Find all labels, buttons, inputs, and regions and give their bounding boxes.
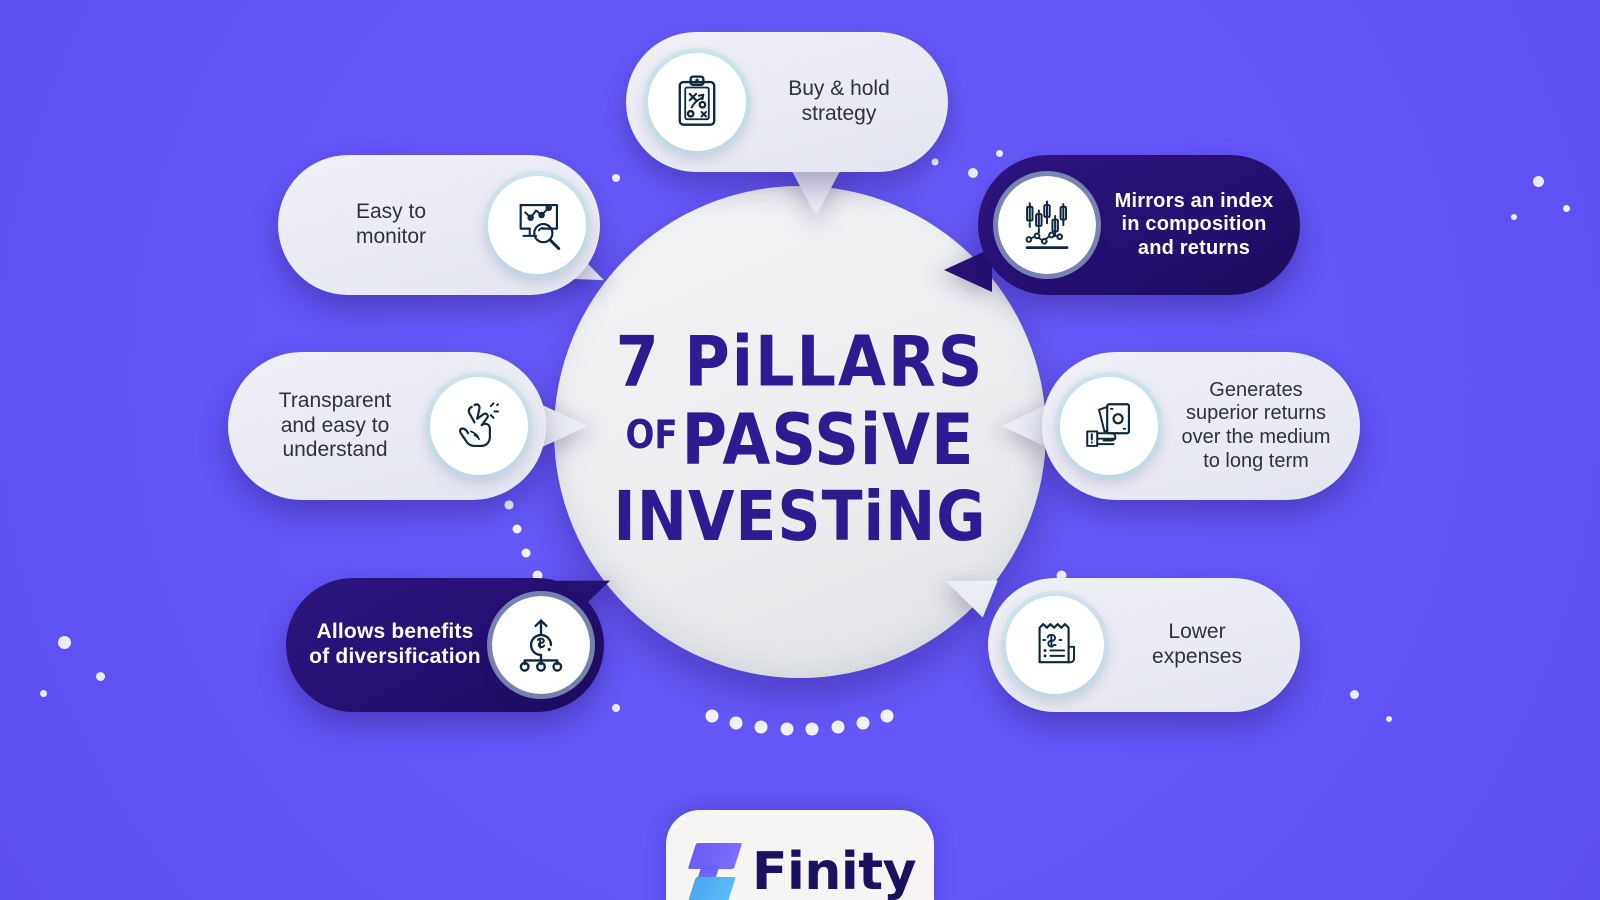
receipt-dollar-icon [1006, 596, 1104, 694]
center-hub: 7 PiLLARS OFPASSiVE INVESTiNG [554, 186, 1046, 678]
confetti-dot [1386, 716, 1392, 722]
confetti-dot [96, 672, 105, 681]
finger-snap-icon [430, 377, 528, 475]
pillar-label: Easy to monitor [355, 200, 427, 248]
title-line-1: 7 PiLLARS [615, 320, 985, 402]
ring-dot [931, 158, 939, 166]
pillar-superior-returns[interactable]: Generates superior returns over the medi… [1042, 352, 1360, 500]
pillar-label: Transparent and easy to understand [278, 388, 392, 462]
pillar-label: Generates superior returns over the medi… [1181, 378, 1331, 472]
clipboard-strategy-icon [648, 53, 746, 151]
pillar-diversification[interactable]: Allows benefits of diversification [286, 578, 604, 712]
brand-logo: Finity [666, 810, 934, 900]
pillar-label: Lower expenses [1152, 620, 1242, 668]
page-title: 7 PiLLARS OFPASSiVE INVESTiNG [585, 319, 1015, 557]
title-of: OF [625, 412, 678, 459]
pillar-mirrors-index[interactable]: Mirrors an index in composition and retu… [978, 155, 1300, 295]
pointer-superior-returns [1002, 404, 1048, 448]
title-line-2: OFPASSiVE [585, 404, 1015, 475]
pillar-easy-monitor[interactable]: Easy to monitor [278, 155, 600, 295]
pillar-buy-hold[interactable]: Buy & hold strategy [626, 32, 948, 172]
ring-dot [831, 720, 845, 734]
pointer-transparent [540, 404, 588, 448]
pillar-label: Buy & hold strategy [788, 77, 890, 125]
pillar-label: Mirrors an index in composition and retu… [1114, 189, 1274, 259]
logo-bar-bottom [688, 877, 736, 900]
confetti-dot [612, 174, 620, 182]
confetti-dot [996, 150, 1003, 157]
ring-dot [705, 709, 719, 723]
confetti-dot [1533, 176, 1544, 187]
ring-dot [805, 722, 819, 736]
title-line-3: INVESTiNG [613, 477, 987, 557]
pillar-lower-expenses[interactable]: Lower expenses [988, 578, 1300, 712]
candlestick-chart-icon [998, 176, 1096, 274]
confetti-dot [1511, 214, 1517, 220]
pillar-transparent[interactable]: Transparent and easy to understand [228, 352, 546, 500]
ring-dot [780, 722, 794, 736]
hand-holding-cash-icon [1060, 377, 1158, 475]
title-passive: PASSiVE [681, 397, 975, 481]
confetti-dot [40, 690, 47, 697]
confetti-dot [968, 168, 978, 178]
confetti-dot [1563, 205, 1570, 212]
ring-dot [521, 548, 531, 558]
confetti-dot [58, 636, 71, 649]
confetti-dot [1350, 690, 1359, 699]
ring-dot [856, 716, 870, 730]
ring-dot [512, 524, 522, 534]
brand-name: Finity [752, 842, 916, 900]
ring-dot [880, 709, 894, 723]
finity-mark-icon [684, 841, 743, 900]
ring-dot [729, 716, 743, 730]
diversification-tree-icon [492, 596, 590, 694]
ring-dot [754, 720, 768, 734]
confetti-dot [612, 704, 620, 712]
pillar-label: Allows benefits of diversification [309, 620, 481, 668]
ring-dot [504, 500, 514, 510]
monitor-magnifier-icon [488, 176, 586, 274]
